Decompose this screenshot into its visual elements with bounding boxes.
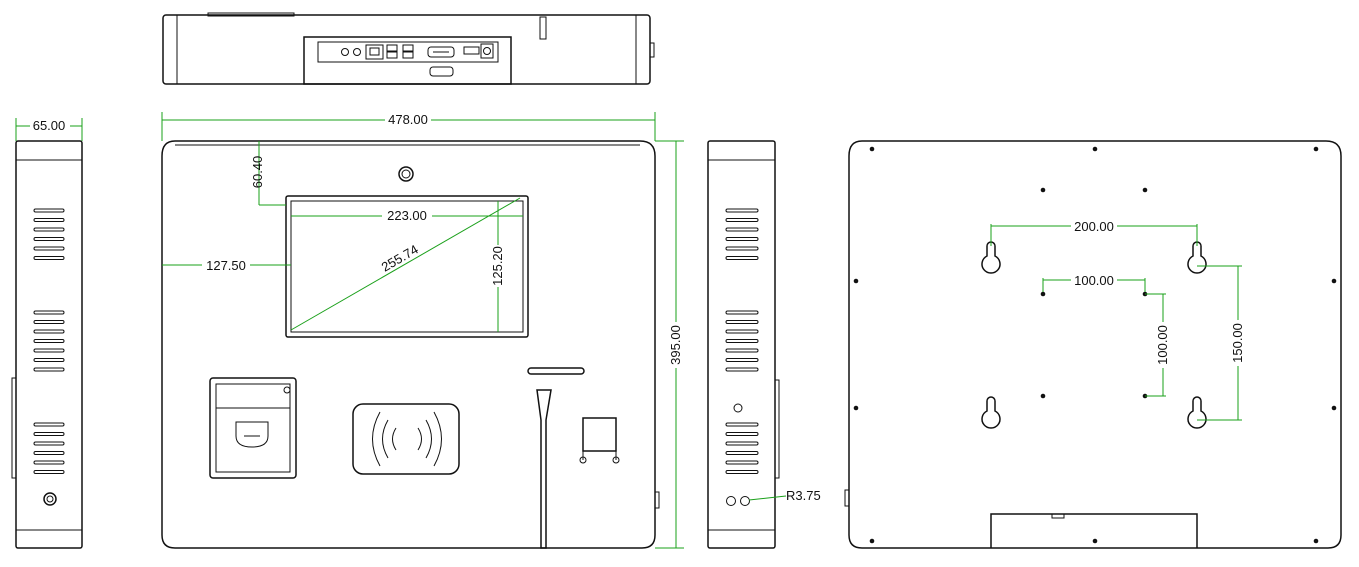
vesa-outer-v-label: 150.00 [1230, 323, 1245, 363]
scanner-channel [536, 389, 552, 549]
vent-slot [725, 367, 759, 372]
vent-slot [725, 441, 759, 446]
vent-slot [33, 348, 65, 353]
indicator-icon [733, 403, 743, 413]
vent-slot [33, 227, 65, 232]
camera-icon [398, 166, 414, 182]
vent-slot [33, 208, 65, 213]
right-side-view [707, 140, 780, 549]
screen-top-offset-label: 60.40 [250, 156, 265, 189]
vesa-inner-h-label: 100.00 [1074, 273, 1114, 288]
mounting-hole [1142, 187, 1148, 193]
vent-slot [725, 432, 759, 436]
radius-label: R3.75 [786, 488, 821, 503]
dimension-lines [15, 112, 1242, 549]
audio-port-icon [726, 496, 736, 506]
vent-slot [33, 460, 65, 465]
vent-slot [725, 227, 759, 232]
vesa-inner-v-label: 100.00 [1155, 325, 1170, 365]
vent-slot [725, 208, 759, 213]
vent-slot [725, 460, 759, 465]
width-label: 478.00 [388, 112, 428, 127]
nfc-reader-outline [352, 403, 460, 475]
mounting-hole [1092, 146, 1098, 152]
keyhole-slot [1187, 241, 1207, 274]
vent-slot [33, 441, 65, 446]
vent-slot [33, 470, 65, 474]
height-label: 395.00 [668, 325, 683, 365]
vent-slot [33, 218, 65, 222]
vent-slot [725, 348, 759, 353]
scanner-window [582, 417, 617, 452]
mounting-hole [1313, 146, 1319, 152]
vent-slot [725, 218, 759, 222]
mounting-hole [1092, 538, 1098, 544]
vent-slot [33, 310, 65, 315]
keyhole-slot [981, 241, 1001, 274]
vent-slot [33, 329, 65, 334]
mounting-hole [869, 538, 875, 544]
vent-slot [725, 422, 759, 427]
vent-slot [725, 339, 759, 343]
keyhole-slot [981, 396, 1001, 429]
vent-slot [33, 432, 65, 436]
mounting-hole [853, 405, 859, 411]
keyhole-slot [1187, 396, 1207, 429]
vent-slot [33, 422, 65, 427]
screen-width-label: 223.00 [387, 208, 427, 223]
vent-slot [33, 256, 65, 260]
left-side-view [11, 140, 83, 549]
mounting-holes [853, 146, 1337, 544]
keyhole-slots [981, 241, 1207, 429]
vent-slots-left [33, 208, 65, 474]
vent-slot [33, 246, 65, 251]
vent-slot [725, 246, 759, 251]
top-view [162, 12, 655, 85]
mounting-hole [853, 278, 859, 284]
power-button-icon [43, 492, 57, 506]
mounting-hole [869, 146, 875, 152]
vent-slot [725, 470, 759, 474]
vent-slot [33, 320, 65, 324]
vent-slot [33, 358, 65, 362]
vent-slot [725, 237, 759, 241]
vent-slot [33, 339, 65, 343]
vent-slots-right [725, 208, 759, 474]
printer-outline [209, 377, 297, 479]
mounting-hole [1331, 405, 1337, 411]
card-slot [527, 367, 585, 375]
mounting-hole [1040, 393, 1046, 399]
vent-slot [725, 320, 759, 324]
mounting-hole [1040, 291, 1046, 297]
mounting-hole [1331, 278, 1337, 284]
vent-slot [33, 451, 65, 455]
front-view [161, 140, 660, 549]
depth-label: 65.00 [33, 118, 66, 133]
screen-left-offset-label: 127.50 [206, 258, 246, 273]
screen-diagonal-label: 255.74 [379, 242, 421, 275]
vent-slot [725, 256, 759, 260]
vent-slot [33, 237, 65, 241]
vent-slot [725, 329, 759, 334]
mounting-hole [1313, 538, 1319, 544]
vent-slot [33, 367, 65, 372]
vent-slot [725, 310, 759, 315]
vesa-outer-h-label: 200.00 [1074, 219, 1114, 234]
back-view [844, 140, 1342, 549]
screen-outline [285, 195, 529, 338]
vent-slot [725, 358, 759, 362]
mounting-hole [1040, 187, 1046, 193]
screen-height-label: 125.20 [490, 246, 505, 286]
dimension-labels: 65.00 478.00 60.40 223.00 127.50 255.74 … [30, 112, 1245, 503]
vent-slot [725, 451, 759, 455]
audio-port-icon [740, 496, 750, 506]
